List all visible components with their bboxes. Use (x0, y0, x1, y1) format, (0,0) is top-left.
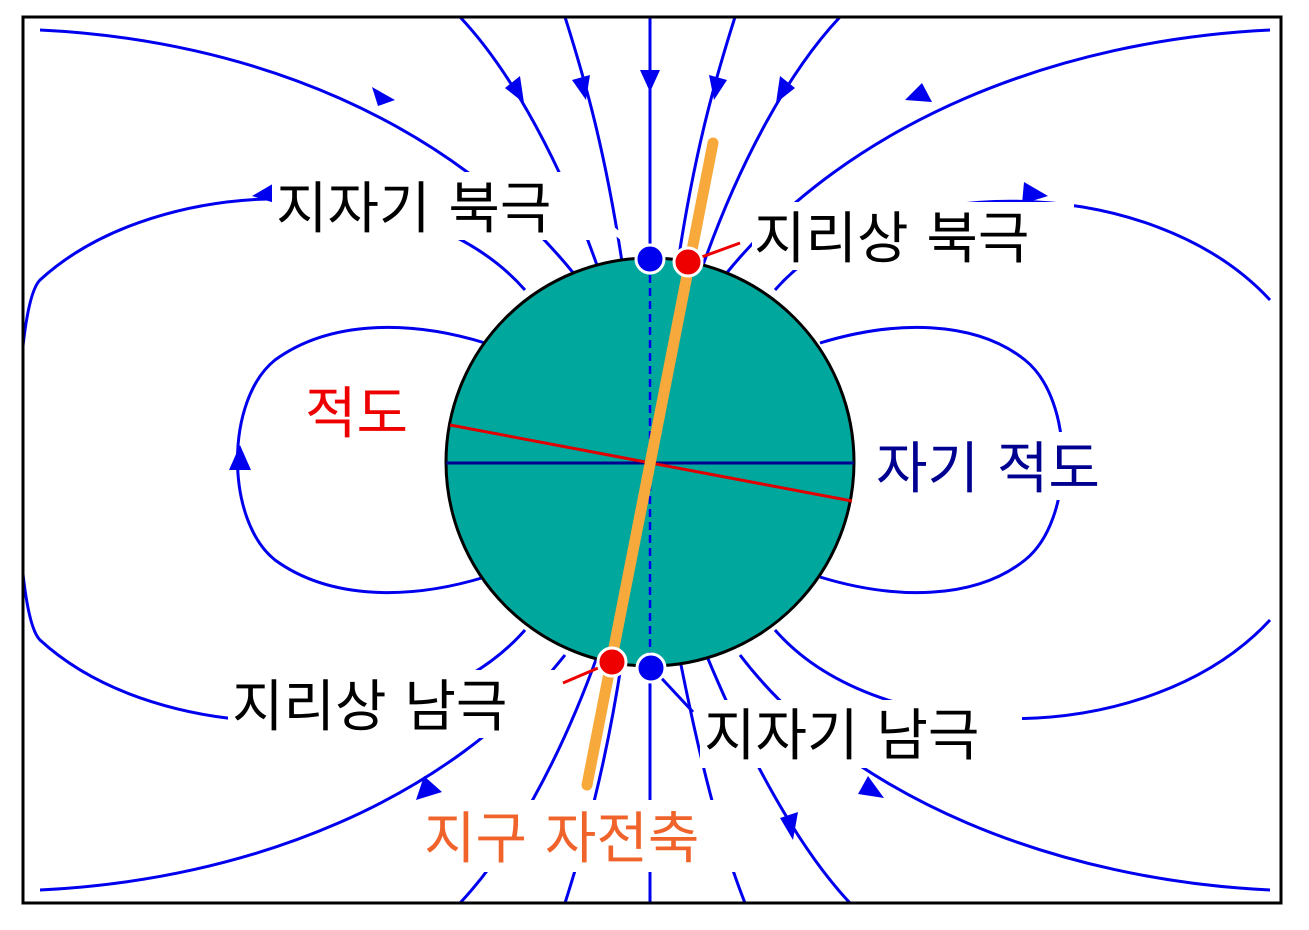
label-magnetic-north: 지자기 북극 (276, 177, 551, 242)
geographic-north-pole-dot (672, 246, 704, 278)
field-line-bottom-r1 (678, 659, 747, 903)
arrow-top-l2 (505, 76, 524, 103)
arrow-inner-left (229, 445, 251, 470)
arrow-mid-right (1022, 182, 1048, 204)
field-line-bottom-l1 (563, 659, 624, 903)
label-rotation-axis: 지구 자전축 (424, 807, 699, 872)
arrow-outer-right-top (905, 83, 932, 102)
field-line-top-l1 (563, 17, 624, 263)
label-geographic-north: 지리상 북극 (754, 207, 1029, 272)
label-geographic-south: 지리상 남극 (232, 675, 507, 740)
geographic-south-pole-dot (596, 646, 628, 678)
field-line-top-r1 (676, 17, 737, 263)
field-line-bottom-l2 (458, 653, 600, 903)
arrow-mid-left (252, 182, 278, 204)
arrow-bottom-r1 (780, 812, 798, 840)
field-line-top-r2 (700, 17, 842, 269)
arrow-center-top (640, 70, 660, 92)
arrow-bottom-left (416, 776, 442, 800)
arrow-top-r2 (776, 76, 795, 103)
label-magnetic-south: 지자기 남극 (704, 704, 979, 769)
arrow-top-r1 (709, 75, 727, 100)
label-magnetic-equator: 자기 적도 (876, 437, 1100, 502)
diagram-frame (21, 15, 1283, 905)
field-arrows (229, 70, 1048, 840)
arrow-bottom-right (858, 776, 884, 798)
magnetic-south-pole-dot (635, 652, 667, 684)
magnetic-north-pole-dot (634, 243, 666, 275)
field-line-bottom-r2 (704, 653, 852, 903)
arrow-top-l1 (572, 75, 590, 100)
label-backdrops (228, 172, 1138, 872)
arrow-outer-left-top (372, 87, 395, 106)
label-equator: 적도 (305, 382, 408, 447)
